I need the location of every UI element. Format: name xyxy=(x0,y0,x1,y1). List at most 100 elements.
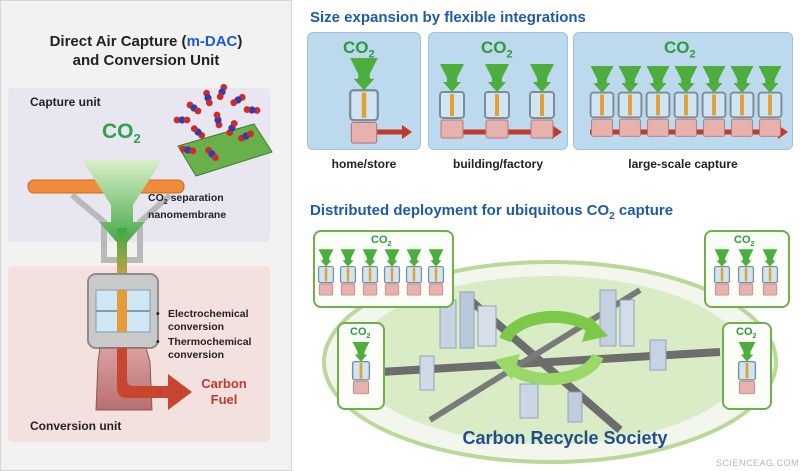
unit-core xyxy=(412,267,416,282)
oxygen-atom xyxy=(189,147,197,155)
co2-sub: 2 xyxy=(133,131,141,147)
unit-base xyxy=(647,118,669,137)
title-rest: capture xyxy=(614,202,674,219)
unit-base xyxy=(731,118,753,137)
co2-molecule xyxy=(243,106,261,114)
membrane-caption-rest: separation xyxy=(167,192,224,204)
co2-molecule xyxy=(173,116,191,124)
unit-base xyxy=(362,283,378,296)
unit-intake-arrow xyxy=(485,64,509,92)
building xyxy=(567,391,583,423)
co2-molecule xyxy=(190,125,206,139)
unit-core xyxy=(390,267,394,282)
unit-intake-arrow xyxy=(406,249,422,267)
capture-unit-icon xyxy=(729,66,755,137)
unit-core xyxy=(768,267,772,282)
membrane-caption-line1: CO2 separation xyxy=(148,192,226,209)
unit-intake-arrow xyxy=(350,58,378,91)
unit-intake-arrow xyxy=(384,249,400,267)
oxygen-atom xyxy=(216,93,224,101)
unit-base xyxy=(428,283,444,296)
capture-unit-icon xyxy=(317,249,335,296)
title-sub: 2 xyxy=(609,211,615,222)
carbon-fuel-label: Carbon Fuel xyxy=(192,376,256,408)
unit-base xyxy=(340,283,356,296)
unit-core xyxy=(368,267,372,282)
unit-base xyxy=(738,283,754,296)
co2-label-large: CO2 xyxy=(102,120,141,146)
cycle-arrowhead xyxy=(494,354,520,380)
cycle-arrow xyxy=(499,310,599,343)
co2-molecule xyxy=(238,130,254,142)
output-arrowhead xyxy=(402,125,412,139)
membrane-caption-line2: nanomembrane xyxy=(148,209,227,222)
unit-core xyxy=(684,94,688,116)
oxygen-atom xyxy=(212,154,219,162)
unit-base xyxy=(352,380,370,395)
unit-core xyxy=(768,94,772,116)
unit-core xyxy=(361,92,367,118)
unit-intake-arrow xyxy=(318,249,334,267)
bullet-dot: • xyxy=(156,336,160,348)
co2-molecule xyxy=(203,89,213,107)
title-highlight: m-DAC xyxy=(186,33,238,50)
co2-molecules-illustration xyxy=(173,83,273,177)
unit-core xyxy=(495,94,499,116)
oxygen-atom xyxy=(183,116,191,124)
capture-unit-icon xyxy=(617,66,643,137)
membrane-co2-sub: 2 xyxy=(163,199,168,207)
title-suffix: ) xyxy=(237,33,243,50)
co2-label-deploy-small-left: CO2 xyxy=(350,326,370,340)
capture-unit-icon xyxy=(484,64,510,139)
unit-base xyxy=(591,118,613,137)
unit-intake-arrow xyxy=(618,66,642,93)
membrane-co2-base: CO xyxy=(148,192,164,204)
capture-unit-icon xyxy=(439,64,465,139)
unit-intake-arrow xyxy=(340,249,356,267)
co2-base: CO xyxy=(736,326,753,338)
membrane-caption: CO2 separation nanomembrane xyxy=(148,192,226,222)
unit-base xyxy=(714,283,730,296)
co2-sub: 2 xyxy=(366,333,371,341)
left-title-line2: and Conversion Unit xyxy=(72,52,220,69)
co2-molecule xyxy=(186,101,202,115)
bullet-line: conversion xyxy=(168,321,225,333)
unit-core xyxy=(740,94,744,116)
co2-base: CO xyxy=(664,38,690,57)
unit-core xyxy=(628,94,632,116)
oxygen-atom xyxy=(230,120,238,127)
carbon-atom xyxy=(178,116,186,124)
unit-intake-arrow xyxy=(714,249,730,267)
co2-molecule xyxy=(179,145,197,155)
unit-core xyxy=(720,267,724,282)
capture-unit-icon xyxy=(673,66,699,137)
co2-sub: 2 xyxy=(750,241,755,249)
co2-base: CO xyxy=(371,234,388,246)
unit-core xyxy=(600,94,604,116)
capture-unit-icon xyxy=(645,66,671,137)
building xyxy=(459,291,475,349)
co2-base: CO xyxy=(343,38,369,57)
mdac-device-diagram xyxy=(27,160,192,411)
capture-unit-icon xyxy=(349,58,379,144)
unit-intake-arrow xyxy=(362,249,378,267)
city-buildings xyxy=(419,289,667,423)
bullet-item: • Thermochemical conversion xyxy=(156,336,251,362)
bullet-line: conversion xyxy=(168,349,225,361)
title-base: Distributed deployment for ubiquitous CO xyxy=(310,202,610,219)
size-expansion-title: Size expansion by flexible integrations xyxy=(310,9,586,26)
co2-sub: 2 xyxy=(368,48,375,61)
unit-base xyxy=(384,283,400,296)
cycle-arrow xyxy=(504,353,604,386)
capture-unit-label: Capture unit xyxy=(30,95,101,109)
unit-base xyxy=(703,118,725,137)
unit-base xyxy=(619,118,641,137)
unit-core xyxy=(656,94,660,116)
bullet-line: Electrochemical xyxy=(168,308,249,320)
unit-intake-arrow xyxy=(674,66,698,93)
capture-unit-icon xyxy=(405,249,423,296)
co2-base: CO xyxy=(734,234,751,246)
unit-intake-arrow xyxy=(530,64,554,92)
capture-unit-icon xyxy=(737,249,755,296)
